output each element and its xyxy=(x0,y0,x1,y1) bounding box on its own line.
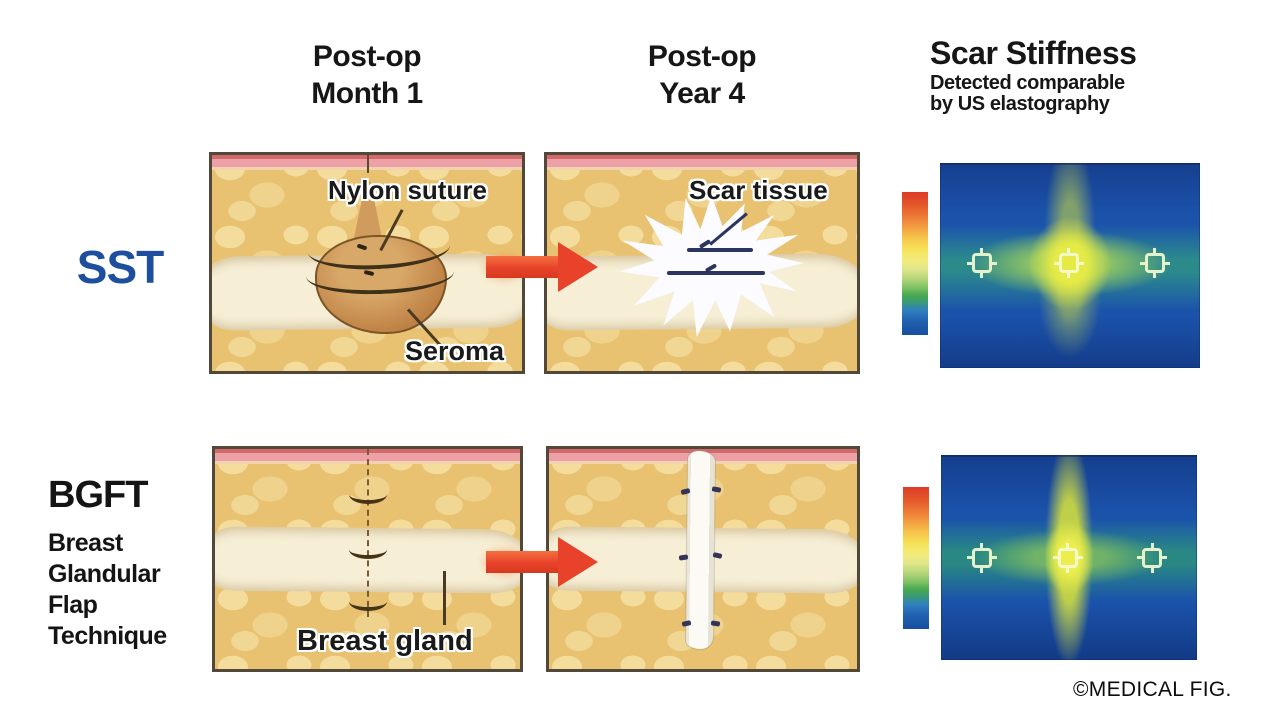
arrow-body xyxy=(486,551,558,573)
panel-sst-month1: Nylon suture Seroma xyxy=(209,152,525,374)
scar-suture-line xyxy=(667,271,765,275)
panel-bgft-year4 xyxy=(546,446,860,672)
arrow-head xyxy=(558,537,598,587)
arrow-right-icon xyxy=(478,537,602,587)
crosshair-marker-icon xyxy=(1139,248,1165,274)
scar-stiffness-subtitle: Detected comparable by US elastography xyxy=(930,72,1125,115)
suture-knot xyxy=(710,620,721,627)
row-label-bgft-expansion: Breast Glandular Flap Technique xyxy=(48,529,167,650)
arrow-head xyxy=(558,242,598,292)
suture-stitch xyxy=(349,485,387,504)
copyright-credit: ©MEDICAL FIG. xyxy=(1073,678,1232,701)
header-postop-year4: Post-op Year 4 xyxy=(544,38,860,112)
panel-bgft-month1: Breast gland xyxy=(212,446,523,672)
crosshair-marker-icon xyxy=(966,542,992,568)
arrow-body xyxy=(486,256,558,278)
arrow-right-icon xyxy=(478,242,602,292)
label-seroma: Seroma xyxy=(405,336,505,366)
seroma-blob xyxy=(315,235,447,334)
crosshair-marker-icon xyxy=(1137,542,1163,568)
crosshair-marker-icon xyxy=(1053,248,1079,274)
scar-suture-line xyxy=(687,248,753,252)
elastography-map-bgft xyxy=(941,455,1197,660)
crosshair-marker-icon xyxy=(1052,542,1078,568)
crosshair-marker-icon xyxy=(966,248,992,274)
elastography-colorbar-sst xyxy=(902,192,928,335)
row-label-sst: SST xyxy=(76,241,164,293)
header-line: Post-op xyxy=(647,40,757,73)
header-line: Year 4 xyxy=(659,77,745,110)
suture-stitch xyxy=(349,592,387,611)
header-line: Month 1 xyxy=(311,77,423,110)
scar-stiffness-title: Scar Stiffness xyxy=(930,35,1137,71)
suture-stitch xyxy=(349,540,387,559)
suture-line-vertical xyxy=(367,449,369,617)
row-label-bgft: BGFT xyxy=(48,474,148,516)
elastography-colorbar-bgft xyxy=(903,487,929,629)
scar-strip xyxy=(685,450,716,650)
header-postop-month1: Post-op Month 1 xyxy=(209,38,525,112)
incision-line xyxy=(367,155,369,173)
header-scar-stiffness: Scar Stiffness Detected comparable by US… xyxy=(930,35,1137,115)
skin-layer xyxy=(547,155,857,170)
elastography-map-sst xyxy=(940,163,1200,368)
leader-line xyxy=(443,571,446,625)
label-breast-gland: Breast gland xyxy=(297,625,473,657)
header-line: Post-op xyxy=(312,40,422,73)
label-nylon-suture: Nylon suture xyxy=(328,175,487,205)
label-scar-tissue: Scar tissue xyxy=(689,175,828,205)
